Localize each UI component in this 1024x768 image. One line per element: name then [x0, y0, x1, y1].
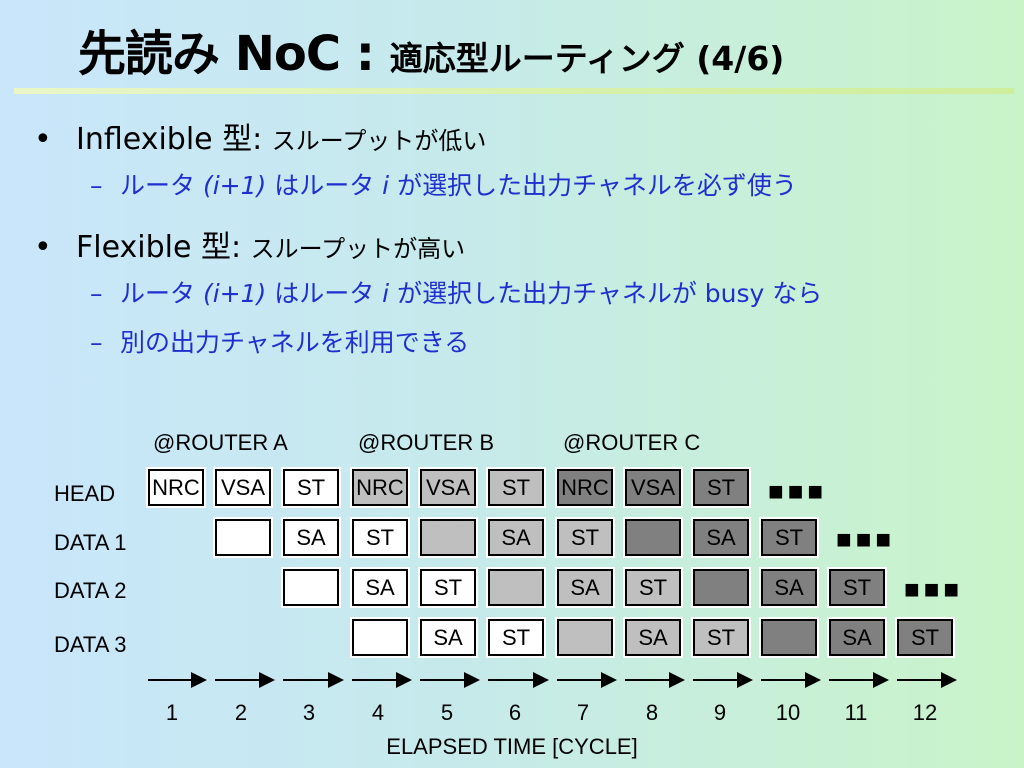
pipeline-stage-box: ST: [486, 467, 546, 508]
pipeline-stage-box: [623, 517, 683, 558]
cycle-label: 12: [912, 700, 938, 725]
bullet-label: Flexible 型:: [76, 230, 251, 265]
sub-bullet-3: –別の出力チャネルを利用できる: [90, 328, 470, 357]
pipeline-stage-box: NRC: [555, 467, 615, 508]
pipeline-stage-box: SA: [281, 517, 341, 558]
row-label-data2: DATA 2: [54, 578, 127, 603]
pipeline-stage-box: [213, 517, 273, 558]
pipeline-stage-box: SA: [555, 567, 615, 608]
bullet-label: Inflexible 型:: [76, 122, 272, 157]
cycle-label: 4: [371, 700, 385, 725]
row-label-head: HEAD: [54, 481, 116, 506]
pipeline-stage-box: [555, 617, 615, 658]
pipeline-stage-box: SA: [691, 517, 751, 558]
router-c-label: @ROUTER C: [563, 430, 701, 455]
cycle-label: 8: [645, 700, 659, 725]
cycle-label: 5: [440, 700, 454, 725]
sub-bullet-1: –ルータ (i+1) はルータ i が選択した出力チャネルを必ず使う: [90, 171, 797, 200]
cycle-label: 7: [576, 700, 590, 725]
cycle-label: 6: [508, 700, 522, 725]
pipeline-stage-box: [281, 567, 341, 608]
pipeline-stage-box: [759, 617, 819, 658]
bullet-desc: スループットが低い: [271, 127, 487, 155]
bullet-desc: スループットが高い: [250, 235, 466, 263]
pipeline-stage-box: SA: [486, 517, 546, 558]
pipeline-stage-box: VSA: [213, 467, 273, 508]
slide-title: 先読み NoC : 適応型ルーティング (4/6): [78, 14, 784, 84]
pipeline-stage-box: VSA: [418, 467, 478, 508]
pipeline-stage-box: [691, 567, 751, 608]
pipeline-stage-box: SA: [623, 617, 683, 658]
router-a-label: @ROUTER A: [153, 430, 288, 455]
pipeline-stage-box: ST: [895, 617, 955, 658]
cycle-label: 2: [234, 700, 248, 725]
continuation-dots: ■■■: [904, 574, 964, 604]
pipeline-stage-box: ST: [691, 467, 751, 508]
cycle-label: 1: [165, 700, 179, 725]
pipeline-stage-box: ST: [555, 517, 615, 558]
pipeline-stage-box: ST: [418, 567, 478, 608]
continuation-dots: ■■■: [836, 524, 896, 554]
pipeline-stage-box: ST: [350, 517, 410, 558]
sub-bullet-2: –ルータ (i+1) はルータ i が選択した出力チャネルが busy なら: [90, 279, 823, 308]
pipeline-stage-box: VSA: [623, 467, 683, 508]
row-label-data1: DATA 1: [54, 530, 127, 555]
pipeline-stage-box: [418, 517, 478, 558]
pipeline-stage-box: ST: [759, 517, 819, 558]
pipeline-stage-box: SA: [827, 617, 887, 658]
bullet-inflexible: •Inflexible 型: スループットが低い: [34, 122, 487, 157]
pipeline-stage-box: ST: [623, 567, 683, 608]
pipeline-stage-box: ST: [691, 617, 751, 658]
cycle-label: 9: [713, 700, 727, 725]
row-label-data3: DATA 3: [54, 632, 127, 657]
title-sub: 適応型ルーティング (4/6): [389, 39, 785, 78]
pipeline-stage-box: NRC: [350, 467, 410, 508]
pipeline-stage-box: ST: [827, 567, 887, 608]
title-divider: [14, 88, 1014, 94]
pipeline-stage-box: [350, 617, 410, 658]
cycle-label: 11: [844, 700, 868, 725]
pipeline-stage-box: NRC: [146, 467, 206, 508]
x-axis-label: ELAPSED TIME [CYCLE]: [386, 734, 638, 759]
pipeline-stage-box: ST: [486, 617, 546, 658]
cycle-label: 10: [775, 700, 801, 725]
pipeline-stage-box: ST: [281, 467, 341, 508]
bullet-flexible: •Flexible 型: スループットが高い: [34, 230, 466, 265]
pipeline-stage-box: SA: [350, 567, 410, 608]
pipeline-stage-box: SA: [759, 567, 819, 608]
pipeline-stage-box: SA: [418, 617, 478, 658]
title-main: 先読み NoC :: [78, 26, 390, 82]
pipeline-stage-box: [486, 567, 546, 608]
cycle-label: 3: [302, 700, 316, 725]
router-b-label: @ROUTER B: [358, 430, 495, 455]
continuation-dots: ■■■: [768, 476, 828, 506]
